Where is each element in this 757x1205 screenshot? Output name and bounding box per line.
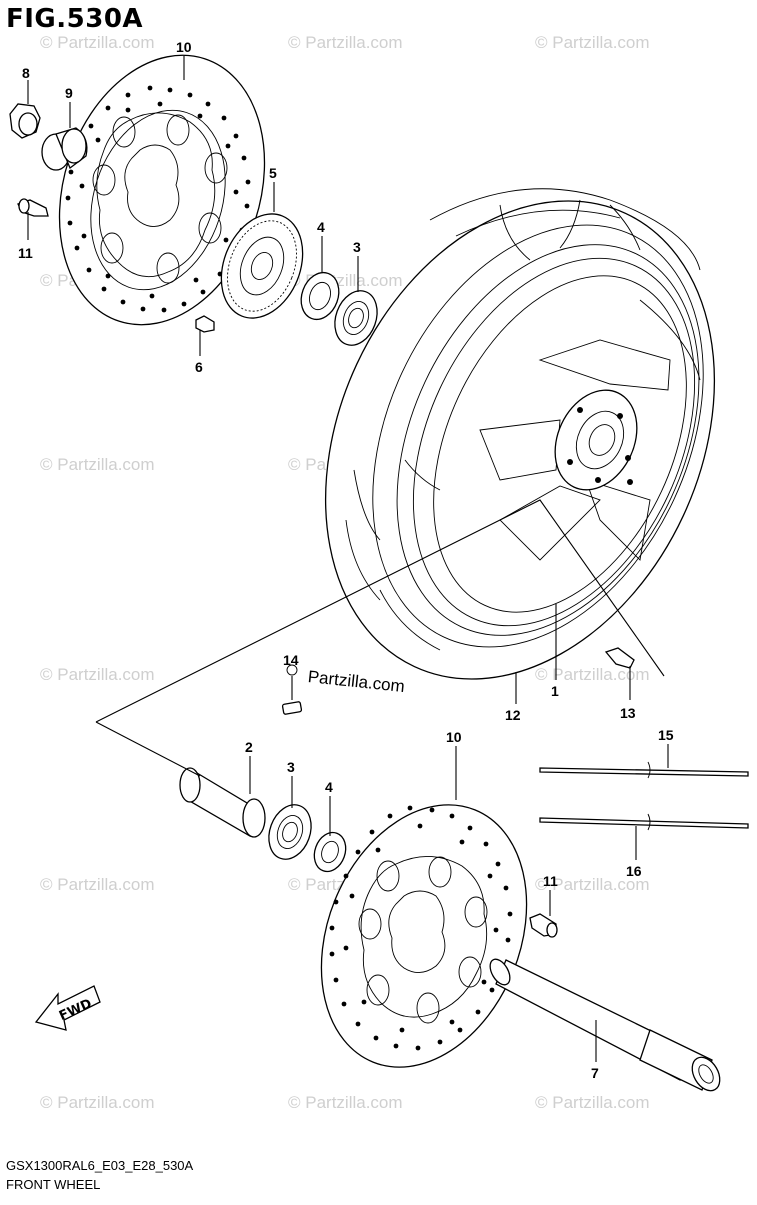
sensor-rotor-icon bbox=[220, 213, 304, 319]
axle-icon bbox=[489, 958, 721, 1092]
callout-3: 3 bbox=[287, 759, 295, 775]
callouts: 8 9 10 11 5 4 3 6 1 12 13 14 2 3 4 10 11… bbox=[18, 39, 674, 1081]
watermark-prominent: Partzilla.com bbox=[307, 667, 406, 696]
model-code: GSX1300RAL6_E03_E28_530A bbox=[6, 1158, 194, 1173]
callout-12: 12 bbox=[505, 707, 521, 723]
watermark: © Partzilla.com bbox=[40, 33, 155, 52]
watermark: © Partzilla.com bbox=[40, 455, 155, 474]
cap-icon bbox=[9, 103, 41, 139]
callout-15: 15 bbox=[658, 727, 674, 743]
callout-8: 8 bbox=[22, 65, 30, 81]
valve-icon bbox=[604, 647, 635, 669]
brake-disc-icon bbox=[320, 804, 528, 1068]
callout-7: 7 bbox=[591, 1065, 599, 1081]
watermark: © Partzilla.com bbox=[40, 665, 155, 684]
bolt-icon bbox=[17, 198, 49, 217]
watermark: © Partzilla.com bbox=[288, 1093, 403, 1112]
figure-title: FIG.530A bbox=[6, 4, 144, 34]
wheel-icon bbox=[324, 188, 716, 680]
spacer-icon bbox=[179, 767, 266, 838]
figure-name: FRONT WHEEL bbox=[6, 1177, 101, 1192]
watermark: © Partzilla.com bbox=[535, 1093, 650, 1112]
spacer-icon bbox=[41, 127, 88, 171]
callout-14: 14 bbox=[283, 652, 299, 668]
callout-16: 16 bbox=[626, 863, 642, 879]
watermark: © Partzilla.com bbox=[535, 33, 650, 52]
callout-10: 10 bbox=[446, 729, 462, 745]
leader-lines bbox=[27, 56, 669, 1062]
callout-6: 6 bbox=[195, 359, 203, 375]
oil-seal-icon bbox=[313, 831, 347, 873]
bolt-icon bbox=[529, 913, 558, 938]
watermark: © Partzilla.com bbox=[288, 33, 403, 52]
callout-1: 1 bbox=[551, 683, 559, 699]
callout-11: 11 bbox=[18, 245, 33, 261]
screw-icon bbox=[195, 315, 215, 333]
callout-4: 4 bbox=[325, 779, 333, 795]
fwd-arrow-icon: FWD bbox=[34, 985, 101, 1031]
callout-13: 13 bbox=[620, 705, 636, 721]
callout-9: 9 bbox=[65, 85, 73, 101]
callout-10: 10 bbox=[176, 39, 192, 55]
balance-weight-icon bbox=[281, 664, 303, 715]
callout-3: 3 bbox=[353, 239, 361, 255]
callout-11: 11 bbox=[543, 873, 558, 889]
callout-5: 5 bbox=[269, 165, 277, 181]
bearing-icon bbox=[268, 804, 312, 860]
watermark: © Partzilla.com bbox=[535, 875, 650, 894]
tire-strap-icon bbox=[539, 761, 749, 831]
callout-2: 2 bbox=[245, 739, 253, 755]
watermark: © Partzilla.com bbox=[40, 875, 155, 894]
oil-seal-icon bbox=[300, 271, 340, 321]
watermark: © Partzilla.com bbox=[535, 665, 650, 684]
callout-4: 4 bbox=[317, 219, 325, 235]
watermark: © Partzilla.com bbox=[40, 1093, 155, 1112]
bearing-icon bbox=[334, 290, 378, 346]
